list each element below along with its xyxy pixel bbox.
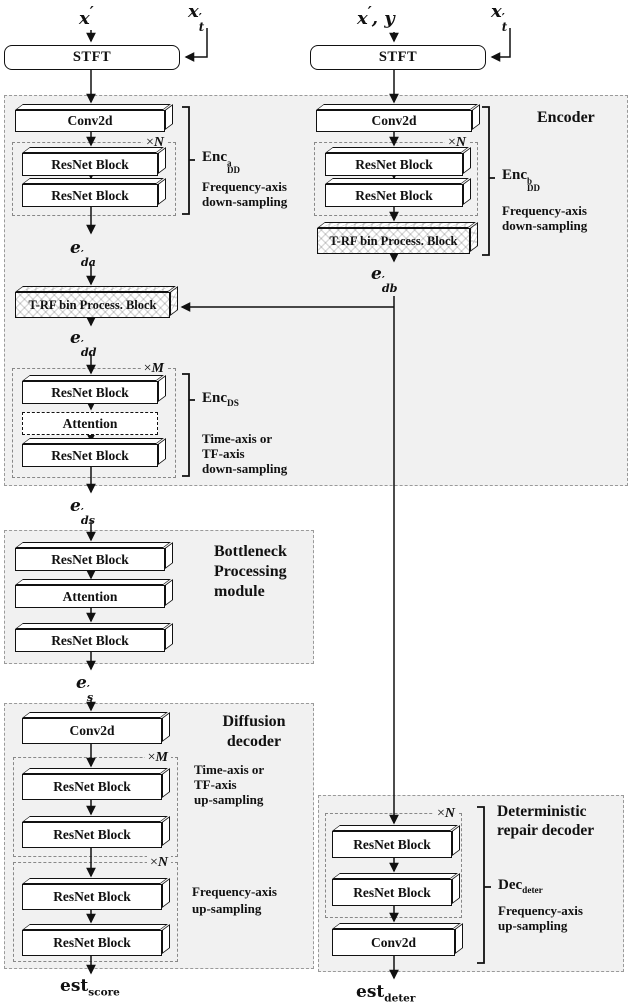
input-x-label: x′ (79, 3, 94, 29)
resnet-block: ResNet Block (325, 184, 463, 207)
e-ds-label: e′ds (70, 496, 95, 528)
resnet-block: ResNet Block (22, 381, 158, 404)
encoder-title: Encoder (537, 109, 595, 126)
repeat-times-label: ×M (144, 749, 171, 766)
dec-deter-label: Decdeter (498, 877, 543, 896)
resnet-block: ResNet Block (22, 774, 162, 800)
resnet-block: ResNet Block (15, 548, 165, 571)
diffusion-m-repeat-group: ×M (13, 749, 178, 857)
enc-ds-label: EncDS (202, 390, 239, 409)
attention-block: Attention (22, 412, 158, 435)
e-da-label: e′da (70, 238, 96, 270)
conv2d-block: Conv2d (22, 718, 162, 744)
trf-bin-process-block: T-RF bin Process. Block (15, 292, 170, 318)
resnet-block: ResNet Block (15, 629, 165, 652)
conv2d-block: Conv2d (332, 929, 455, 956)
input-xy-label: x′, y (357, 3, 395, 29)
resnet-block: ResNet Block (22, 884, 162, 910)
est-deter-label: estdeter (356, 982, 416, 1004)
est-score-label: estscore (60, 976, 120, 999)
e-db-label: e′db (371, 264, 398, 296)
input-xt-label: x′t (188, 1, 205, 34)
resnet-block: ResNet Block (22, 184, 158, 207)
stft-box-left: STFT (4, 45, 180, 70)
resnet-block: ResNet Block (332, 879, 452, 906)
stft-box-right: STFT (310, 45, 486, 70)
input-xt-right-label: x′t (491, 1, 508, 34)
repeat-times-label: ×N (433, 805, 458, 822)
attention-block: Attention (15, 585, 165, 608)
conv2d-block: Conv2d (316, 110, 472, 132)
repeat-times-label: ×N (146, 854, 171, 871)
resnet-block: ResNet Block (325, 153, 463, 176)
resnet-block: ResNet Block (22, 930, 162, 956)
e-dd-label: e′dd (70, 328, 97, 360)
resnet-block: ResNet Block (22, 153, 158, 176)
resnet-block: ResNet Block (332, 831, 452, 858)
resnet-block: ResNet Block (22, 822, 162, 848)
trf-bin-process-block: T-RF bin Process. Block (317, 228, 470, 254)
e-s-label: e′s (76, 673, 94, 705)
repeat-times-label: ×M (140, 360, 167, 377)
diffusion-n-repeat-group: ×N (13, 854, 178, 962)
resnet-block: ResNet Block (22, 444, 158, 467)
conv2d-block: Conv2d (15, 110, 165, 132)
